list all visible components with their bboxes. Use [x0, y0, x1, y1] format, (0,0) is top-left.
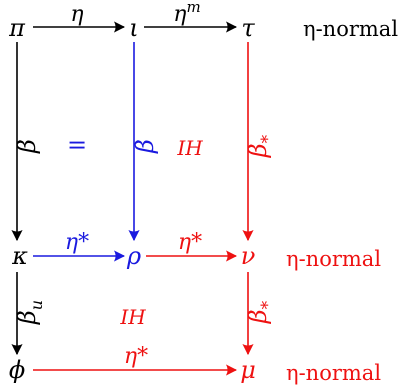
- label-kappa-phi-sub: u: [27, 300, 46, 310]
- label-pi-iota: η: [70, 2, 83, 27]
- node-mu: μ: [240, 356, 256, 384]
- label-kappa-rho: η*: [65, 230, 89, 255]
- label-iota-tau-sup: m: [186, 0, 200, 16]
- label-rho-nu: η*: [178, 230, 202, 255]
- node-tau: τ: [241, 14, 255, 42]
- node-pi: π: [8, 14, 26, 42]
- label-tau-nu-base: β: [244, 143, 272, 158]
- annotation-eq: =: [67, 131, 87, 159]
- label-tau-nu: β*: [244, 134, 278, 158]
- row2-eta-normal: η-normal: [286, 247, 381, 271]
- label-phi-mu: η*: [124, 344, 148, 369]
- row1-eta-normal: η-normal: [303, 17, 398, 41]
- node-iota: ι: [129, 14, 138, 42]
- label-iota-tau-base: η: [173, 2, 186, 27]
- node-rho: ρ: [126, 242, 141, 270]
- label-nu-mu-base: β: [244, 309, 272, 324]
- label-iota-rho: β: [131, 139, 159, 154]
- label-iota-tau: ηm: [173, 0, 200, 27]
- annotation-ih-bottom: IH: [119, 305, 146, 329]
- label-nu-mu: β*: [244, 300, 278, 324]
- label-tau-nu-sub: *: [258, 134, 278, 143]
- label-kappa-phi: βu: [13, 300, 46, 325]
- row3-eta-normal: η-normal: [286, 361, 381, 385]
- label-pi-kappa: β: [13, 139, 41, 154]
- node-phi: ϕ: [9, 356, 25, 384]
- label-nu-mu-sub: *: [258, 300, 278, 309]
- node-nu: ν: [241, 242, 256, 270]
- node-kappa: κ: [11, 242, 28, 270]
- annotation-ih-top: IH: [176, 136, 203, 160]
- label-kappa-phi-base: β: [13, 310, 41, 325]
